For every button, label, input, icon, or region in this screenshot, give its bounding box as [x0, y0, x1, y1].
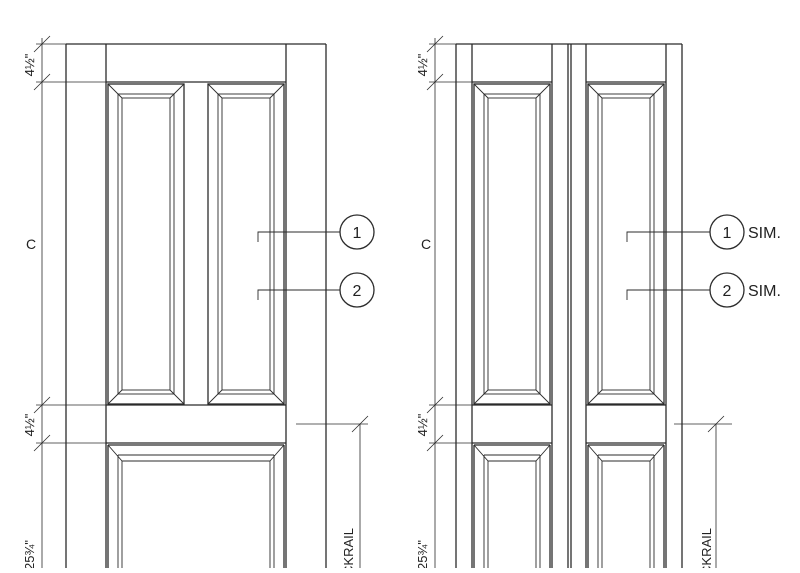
right-leaf-a-lower-panel	[473, 444, 551, 568]
left-lockrail-dimension	[296, 415, 369, 568]
left-dim-lower-text: 4½"	[22, 413, 37, 436]
right-leaf-b-upper-panel	[587, 83, 665, 405]
right-dim-bottom-text: 25¾"	[415, 540, 430, 568]
left-callout-1-number: 1	[353, 225, 362, 242]
left-callout-1: 1	[257, 214, 375, 250]
left-upper-panel-1	[107, 83, 185, 405]
right-dimension-string	[426, 35, 472, 568]
right-callout-1: 1 SIM.	[626, 214, 781, 250]
right-callout-1-suffix: SIM.	[748, 225, 781, 242]
right-dim-top-text: 4½"	[415, 53, 430, 76]
right-dim-lower-text: 4½"	[415, 413, 430, 436]
right-callout-2-suffix: SIM.	[748, 283, 781, 300]
left-dim-bottom-text: 25¾"	[22, 540, 37, 568]
right-door-elevation: 4½" C 4½" 25¾"	[415, 35, 781, 573]
right-callout-2-number: 2	[723, 283, 732, 300]
left-upper-panel-2	[207, 83, 285, 405]
left-callout-2: 2	[257, 272, 375, 308]
right-door-frame	[455, 43, 683, 568]
left-door-elevation: 4½" C 4½" 25¾"	[22, 35, 375, 573]
left-lower-panel	[107, 444, 285, 568]
left-callout-2-number: 2	[353, 283, 362, 300]
left-lockrail-label: LOCKRAIL	[341, 528, 356, 568]
right-callout-1-number: 1	[723, 225, 732, 242]
left-dim-top-text: 4½"	[22, 53, 37, 76]
left-dimension-string	[33, 35, 106, 568]
right-callout-2: 2 SIM.	[626, 272, 781, 308]
right-leaf-b-lower-panel	[587, 444, 665, 568]
right-dim-c-label: C	[421, 236, 431, 252]
right-lockrail-dimension	[674, 415, 732, 568]
right-leaf-a-upper-panel	[473, 83, 551, 405]
left-dim-c-label: C	[26, 236, 36, 252]
right-lockrail-label: LOCKRAIL	[699, 528, 714, 568]
left-door-frame	[65, 43, 327, 568]
